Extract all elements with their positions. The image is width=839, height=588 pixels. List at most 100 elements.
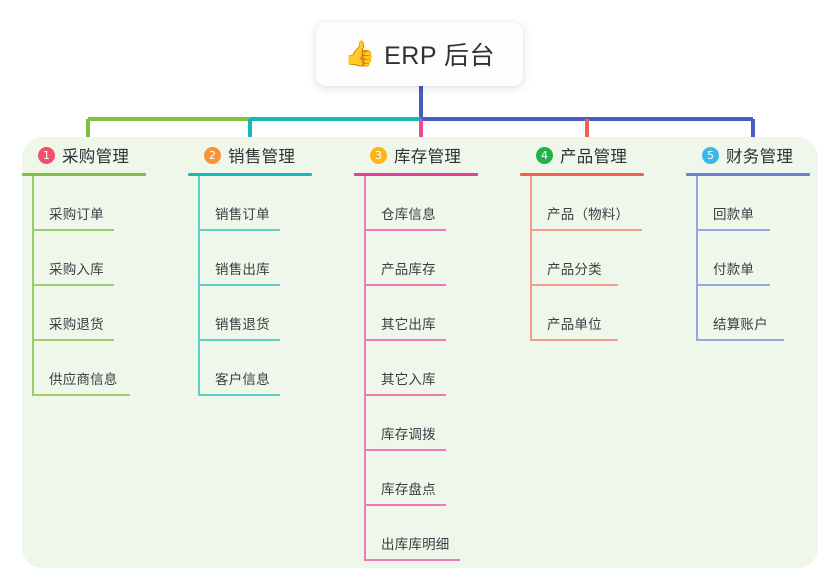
item-label: 供应商信息 xyxy=(49,372,118,387)
item-rule xyxy=(696,229,770,231)
column-header-finance[interactable]: 5 财务管理 xyxy=(686,137,793,173)
badge-product: 4 xyxy=(536,146,553,164)
item-label: 出库库明细 xyxy=(381,537,450,552)
item-label: 产品单位 xyxy=(547,317,602,332)
list-item[interactable]: 付款单 xyxy=(686,231,793,286)
item-label: 库存盘点 xyxy=(381,482,436,497)
badge-inventory: 3 xyxy=(370,146,387,164)
item-label: 仓库信息 xyxy=(381,207,436,222)
column-title-product: 产品管理 xyxy=(560,148,628,166)
item-rule xyxy=(530,339,618,341)
item-label: 采购入库 xyxy=(49,262,104,277)
column-header-inventory[interactable]: 3 库存管理 xyxy=(354,137,461,173)
item-label: 付款单 xyxy=(713,262,755,277)
spine-inventory xyxy=(364,176,366,561)
root-title: ERP 后台 xyxy=(384,42,496,70)
list-item[interactable]: 采购入库 xyxy=(22,231,129,286)
item-rule xyxy=(198,284,280,286)
column-finance: 5 财务管理回款单付款单结算账户 xyxy=(686,137,810,341)
item-rule xyxy=(364,284,446,286)
item-rule xyxy=(364,504,446,506)
item-label: 采购订单 xyxy=(49,207,104,222)
list-item[interactable]: 出库库明细 xyxy=(354,506,461,561)
item-rule xyxy=(198,229,280,231)
spine-product xyxy=(530,176,532,341)
item-rule xyxy=(364,229,446,231)
badge-purchase: 1 xyxy=(38,146,55,164)
column-header-sales[interactable]: 2 销售管理 xyxy=(188,137,295,173)
list-item[interactable]: 回款单 xyxy=(686,176,793,231)
thumbs-up-icon: 👍 xyxy=(343,39,376,68)
column-header-product[interactable]: 4 产品管理 xyxy=(520,137,627,173)
item-label: 采购退货 xyxy=(49,317,104,332)
column-title-inventory: 库存管理 xyxy=(394,148,462,166)
list-item[interactable]: 产品分类 xyxy=(520,231,627,286)
column-header-purchase[interactable]: 1 采购管理 xyxy=(22,137,129,173)
spine-purchase xyxy=(32,176,34,396)
root-node[interactable]: 👍 ERP 后台 xyxy=(316,22,523,86)
list-item[interactable]: 库存盘点 xyxy=(354,451,461,506)
item-label: 销售退货 xyxy=(215,317,270,332)
item-list-product: 产品（物料） 产品分类产品单位 xyxy=(520,176,642,341)
spine-sales xyxy=(198,176,200,396)
list-item[interactable]: 客户信息 xyxy=(188,341,295,396)
list-item[interactable]: 采购退货 xyxy=(22,286,129,341)
column-title-purchase: 采购管理 xyxy=(62,148,130,166)
list-item[interactable]: 销售订单 xyxy=(188,176,295,231)
badge-sales: 2 xyxy=(204,146,221,164)
item-rule xyxy=(696,284,770,286)
badge-finance: 5 xyxy=(702,146,719,164)
item-rule xyxy=(530,284,618,286)
list-item[interactable]: 产品（物料） xyxy=(520,176,642,231)
column-inventory: 3 库存管理仓库信息产品库存其它出库其它入库库存调拨库存盘点出库库明细 xyxy=(354,137,478,561)
column-sales: 2 销售管理销售订单销售出库销售退货客户信息 xyxy=(188,137,312,396)
column-title-finance: 财务管理 xyxy=(726,148,794,166)
header-rule-sales xyxy=(188,173,312,176)
item-rule xyxy=(32,229,114,231)
item-rule xyxy=(696,339,784,341)
list-item[interactable]: 其它出库 xyxy=(354,286,461,341)
item-rule xyxy=(364,559,460,561)
item-label: 产品（物料） xyxy=(547,207,630,222)
item-label: 其它入库 xyxy=(381,372,436,387)
item-rule xyxy=(32,339,114,341)
item-rule xyxy=(198,339,280,341)
list-item[interactable]: 销售退货 xyxy=(188,286,295,341)
item-label: 结算账户 xyxy=(713,317,768,332)
item-list-finance: 回款单付款单结算账户 xyxy=(686,176,793,341)
item-rule xyxy=(364,449,446,451)
item-rule xyxy=(364,339,446,341)
list-item[interactable]: 其它入库 xyxy=(354,341,461,396)
item-label: 库存调拨 xyxy=(381,427,436,442)
item-rule xyxy=(32,394,130,396)
list-item[interactable]: 产品库存 xyxy=(354,231,461,286)
column-product: 4 产品管理产品（物料） 产品分类产品单位 xyxy=(520,137,644,341)
list-item[interactable]: 销售出库 xyxy=(188,231,295,286)
column-container: 1 采购管理采购订单采购入库采购退货供应商信息 2 销售管理销售订单销售出库销售退货客… xyxy=(22,137,818,568)
item-label: 其它出库 xyxy=(381,317,436,332)
header-rule-finance xyxy=(686,173,810,176)
list-item[interactable]: 库存调拨 xyxy=(354,396,461,451)
spine-finance xyxy=(696,176,698,341)
item-list-inventory: 仓库信息产品库存其它出库其它入库库存调拨库存盘点出库库明细 xyxy=(354,176,461,561)
list-item[interactable]: 采购订单 xyxy=(22,176,129,231)
header-rule-product xyxy=(520,173,644,176)
item-rule xyxy=(198,394,280,396)
list-item[interactable]: 供应商信息 xyxy=(22,341,130,396)
item-label: 回款单 xyxy=(713,207,755,222)
item-rule xyxy=(530,229,642,231)
header-rule-inventory xyxy=(354,173,478,176)
item-label: 产品分类 xyxy=(547,262,602,277)
item-list-purchase: 采购订单采购入库采购退货供应商信息 xyxy=(22,176,130,396)
item-list-sales: 销售订单销售出库销售退货客户信息 xyxy=(188,176,295,396)
column-purchase: 1 采购管理采购订单采购入库采购退货供应商信息 xyxy=(22,137,146,396)
item-label: 销售订单 xyxy=(215,207,270,222)
list-item[interactable]: 仓库信息 xyxy=(354,176,461,231)
column-title-sales: 销售管理 xyxy=(228,148,296,166)
item-label: 销售出库 xyxy=(215,262,270,277)
item-rule xyxy=(364,394,446,396)
list-item[interactable]: 结算账户 xyxy=(686,286,793,341)
list-item[interactable]: 产品单位 xyxy=(520,286,627,341)
header-rule-purchase xyxy=(22,173,146,176)
